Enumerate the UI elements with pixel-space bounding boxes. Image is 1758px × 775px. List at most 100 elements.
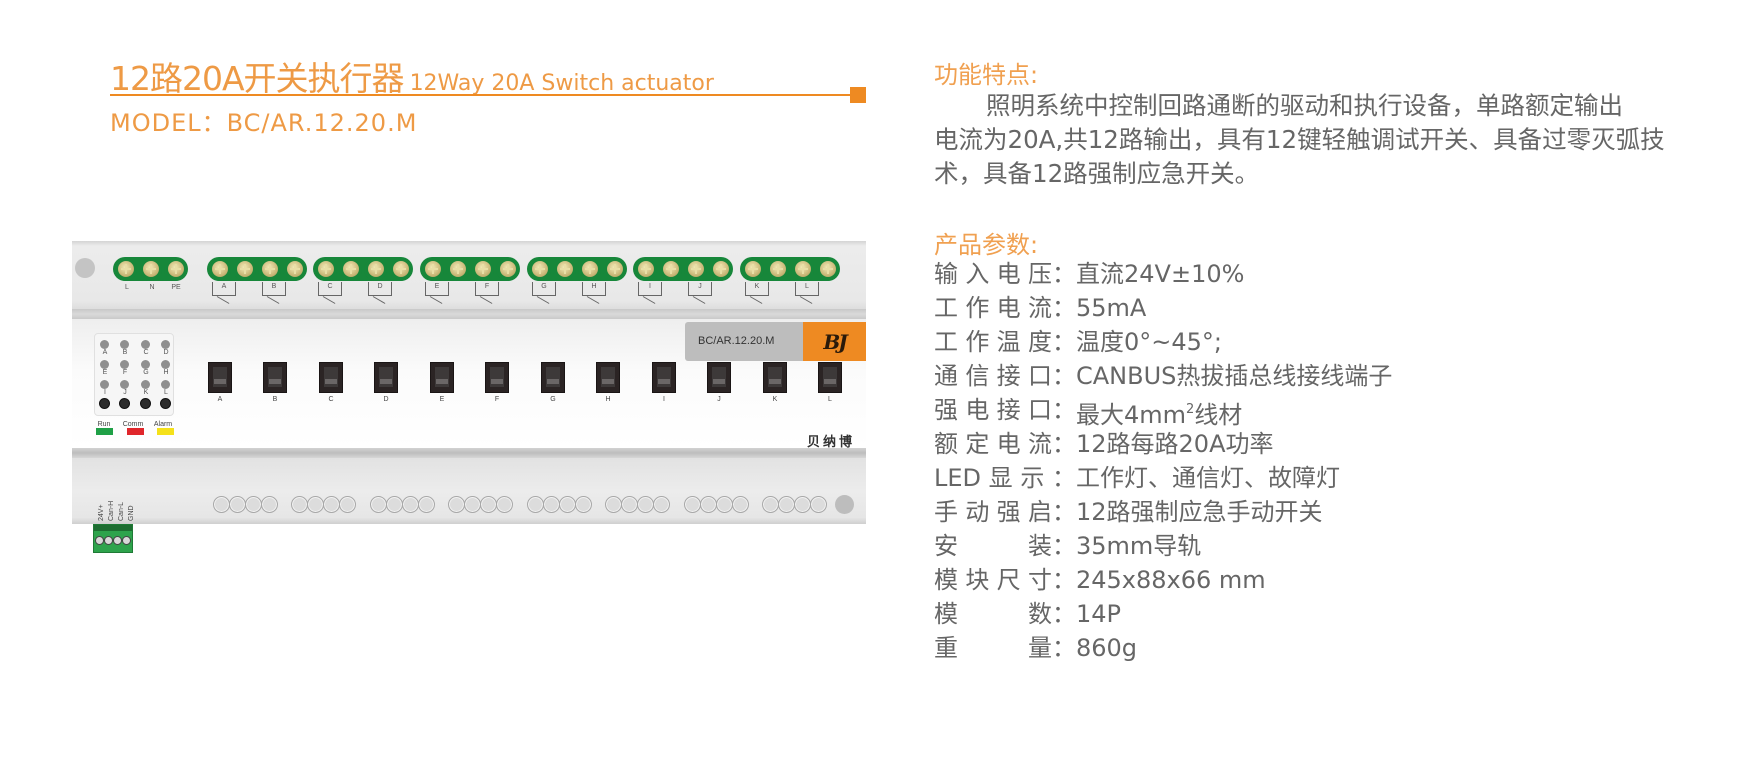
features-line: 术，具备12路强制应急开关。 (934, 159, 1260, 188)
mounting-dot-icon (835, 495, 854, 514)
led-indicator-icon (141, 380, 150, 389)
test-button-icon (119, 398, 130, 409)
relay-label: C (327, 283, 333, 290)
relay-label: G (541, 283, 547, 290)
relay-terminal-block (527, 257, 627, 281)
brand-name: 贝纳博 (807, 435, 856, 450)
spec-row-manual-override: 手动强启：12路强制应急手动开关 (934, 495, 1392, 529)
screw-icon (122, 536, 131, 545)
screw-terminal-icon (283, 257, 306, 281)
title-underline (110, 94, 852, 96)
screw-terminal-icon (528, 257, 551, 281)
manual-switch-l (818, 362, 842, 393)
spec-key: 通信接口 (934, 362, 1052, 390)
switch-label: A (217, 396, 223, 403)
relay-contact-symbol: G (532, 282, 556, 296)
upper-ridge (72, 309, 866, 319)
run-led-icon (96, 428, 113, 435)
spec-value: 245x88x66 mm (1076, 566, 1266, 594)
switch-label: I (663, 396, 665, 403)
relay-contact-symbol: E (425, 282, 449, 296)
relay-label: E (434, 283, 440, 290)
terminal-label: L (125, 284, 129, 291)
switch-label: G (550, 396, 556, 403)
led-indicator-icon (141, 360, 150, 369)
terminal-label: PE (171, 284, 181, 291)
vent-group (605, 496, 670, 513)
led-indicator-icon (120, 380, 129, 389)
spec-key: 输入电压 (934, 260, 1052, 288)
spec-row-weight: 重量：860g (934, 631, 1392, 665)
switch-label: K (772, 396, 778, 403)
switch-label: J (717, 396, 721, 403)
spec-value: 12路强制应急手动开关 (1076, 498, 1323, 526)
status-label-alarm: Alarm (153, 421, 173, 428)
led-label: J (123, 389, 127, 396)
vent-group (684, 496, 749, 513)
manual-switch-c (319, 362, 343, 393)
manual-switch-h (596, 362, 620, 393)
relay-contact-symbol: A (212, 282, 236, 296)
screw-terminal-icon (471, 257, 494, 281)
model-label-plate: BC/AR.12.20.M BJ (685, 322, 866, 361)
manual-switch-e (430, 362, 454, 393)
logo-glyph: BJ (823, 329, 847, 354)
screw-terminal-icon (446, 257, 469, 281)
bus-label: 24V+ (98, 504, 105, 521)
screw-terminal-icon (364, 257, 387, 281)
led-indicator-icon (120, 360, 129, 369)
brand-logo-icon: BJ (803, 322, 866, 361)
relay-contact-symbol: F (475, 282, 499, 296)
switch-label: C (328, 396, 334, 403)
screw-terminal-icon (553, 257, 576, 281)
spec-row-working-temperature: 工作温度：温度0°~45°; (934, 325, 1392, 359)
relay-terminal-block (420, 257, 520, 281)
led-indicator-icon (100, 380, 109, 389)
spec-key: 安装 (934, 532, 1052, 560)
led-indicator-icon (141, 340, 150, 349)
screw-terminal-icon (389, 257, 412, 281)
relay-contact-symbol: J (688, 282, 712, 296)
status-label-run: Run (97, 421, 111, 428)
screw-terminal-icon (314, 257, 337, 281)
spec-value: 最大4mm2线材 (1076, 401, 1243, 429)
relay-label: J (698, 283, 702, 290)
plate-model-text: BC/AR.12.20.M (698, 335, 775, 347)
vent-group (370, 496, 435, 513)
alarm-led-icon (157, 428, 174, 435)
switch-label: F (494, 396, 500, 403)
screw-terminal-icon (634, 257, 657, 281)
led-indicator-icon (100, 340, 109, 349)
screw-terminal-icon (233, 257, 256, 281)
test-button-icon (160, 398, 171, 409)
spec-row-module-size: 模块尺寸：245x88x66 mm (934, 563, 1392, 597)
spec-key: 额定电流 (934, 430, 1052, 458)
spec-key: 强电接口 (934, 396, 1052, 424)
relay-label: H (591, 283, 597, 290)
bus-label: GND (128, 505, 135, 521)
relay-terminal-block (313, 257, 413, 281)
screw-terminal-icon (741, 257, 764, 281)
bottom-terminal-band (72, 458, 866, 524)
spec-key: 重量 (934, 634, 1052, 662)
manual-switch-g (541, 362, 565, 393)
screw-terminal-icon (791, 257, 814, 281)
led-label: K (143, 389, 149, 396)
screw-terminal-icon (339, 257, 362, 281)
spec-value: 温度0°~45°; (1076, 328, 1223, 356)
vent-group (213, 496, 278, 513)
relay-label: A (221, 283, 227, 290)
spec-value: 35mm导轨 (1076, 532, 1202, 560)
screw-icon (113, 536, 122, 545)
features-heading: 功能特点: (934, 61, 1039, 89)
spec-value: 14P (1076, 600, 1122, 628)
led-label: D (163, 349, 169, 356)
spec-key: 工作电流 (934, 294, 1052, 322)
led-label: F (122, 369, 128, 376)
spec-row-working-current: 工作电流：55mA (934, 291, 1392, 325)
vent-group (527, 496, 592, 513)
screw-terminal-icon (578, 257, 601, 281)
screw-terminal-icon (496, 257, 519, 281)
